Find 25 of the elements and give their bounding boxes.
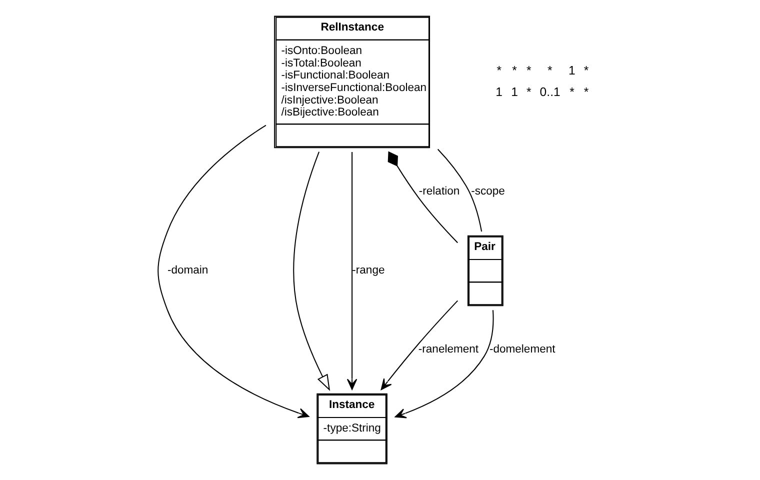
label: 1 — [496, 84, 503, 99]
arrow — [158, 124, 310, 418]
edge-label: -domain — [168, 264, 208, 277]
label: * — [526, 63, 532, 78]
arrow — [346, 152, 358, 390]
label: * — [496, 63, 502, 78]
label: 1 — [511, 84, 518, 99]
edge-label: -relation — [418, 186, 460, 198]
label: * — [526, 84, 532, 99]
connector — [437, 148, 482, 232]
label: 1 — [568, 63, 576, 78]
label: * — [570, 84, 574, 99]
connector — [388, 151, 458, 244]
edge-label: -range — [352, 264, 385, 277]
label: * — [584, 63, 589, 78]
arrow — [380, 300, 458, 390]
edge-label: -ranelement — [418, 344, 479, 356]
label: 0..1 — [540, 84, 560, 99]
label: * — [584, 84, 589, 99]
label: * — [512, 63, 517, 78]
arrow — [394, 310, 494, 418]
label: * — [548, 63, 552, 78]
arrow — [293, 152, 330, 392]
edge-label: -scope — [471, 186, 505, 198]
edge-label: -domelement — [489, 344, 556, 356]
